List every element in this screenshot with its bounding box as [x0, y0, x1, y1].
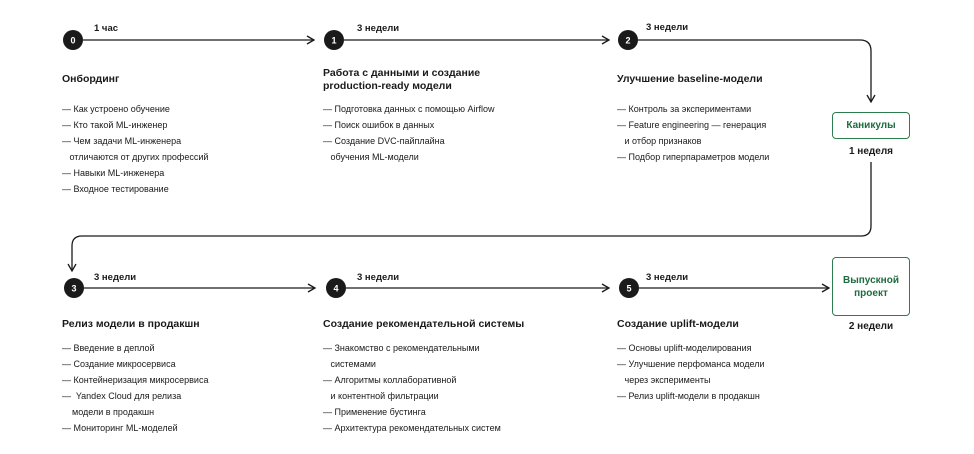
list-item: — Контейнеризация микросервиса	[62, 375, 209, 385]
list-item: — Релиз uplift-модели в продакшн	[617, 391, 760, 401]
list-item: — Основы uplift-моделирования	[617, 343, 752, 353]
node-5: 5	[619, 278, 639, 298]
list-item: и контентной фильтрации	[323, 391, 439, 401]
list-item: — Подготовка данных с помощью Airflow	[323, 104, 495, 114]
final-project-label: Выпускной проект	[843, 274, 899, 299]
connector-2-break	[638, 39, 876, 104]
stage-4-title: Создание рекомендательной системы	[323, 318, 525, 330]
list-item: — Создание DVC-пайплайна	[323, 136, 445, 146]
node-4-number: 4	[333, 284, 338, 294]
stage-2-duration: 3 недели	[646, 22, 689, 33]
node-3: 3	[64, 278, 84, 298]
stage-0-list: — Как устроено обучение — Кто такой ML-и…	[62, 101, 312, 197]
node-5-number: 5	[626, 284, 631, 294]
stage-4-list: — Знакомство с рекомендательными система…	[323, 340, 573, 436]
list-item: отличаются от других профессий	[62, 152, 209, 162]
stage-3-list: — Введение в деплой — Создание микросерв…	[62, 340, 312, 436]
list-item: — Введение в деплой	[62, 343, 155, 353]
list-item: через эксперименты	[617, 375, 711, 385]
node-1: 1	[324, 30, 344, 50]
stage-4-duration: 3 недели	[357, 272, 400, 283]
vacation-label: Каникулы	[846, 120, 896, 131]
vacation-duration: 1 неделя	[848, 146, 894, 157]
list-item: — Yandex Cloud для релиза	[62, 391, 182, 401]
list-item: — Как устроено обучение	[62, 104, 170, 114]
stage-2-title: Улучшение baseline-модели	[617, 73, 763, 85]
list-item: обучения ML-модели	[323, 152, 419, 162]
stage-1-list: — Подготовка данных с помощью Airflow — …	[323, 101, 573, 165]
node-1-number: 1	[331, 36, 336, 46]
list-item: — Поиск ошибок в данных	[323, 120, 435, 130]
list-item: — Улучшение перфоманса модели	[617, 359, 765, 369]
stage-5-duration: 3 недели	[646, 272, 689, 283]
list-item: и отбор признаков	[617, 136, 702, 146]
node-2-number: 2	[625, 36, 630, 46]
final-project-duration: 2 недели	[848, 321, 894, 332]
list-item: — Знакомство с рекомендательными	[323, 343, 480, 353]
list-item: — Чем задачи ML-инженера	[62, 136, 182, 146]
vacation-box: Каникулы	[832, 112, 910, 139]
list-item: — Контроль за экспериментами	[617, 104, 752, 114]
list-item: — Создание микросервиса	[62, 359, 176, 369]
stage-0-title: Онбординг	[62, 73, 120, 85]
list-item: — Применение бустинга	[323, 407, 426, 417]
connector-wrap	[67, 162, 872, 273]
stage-2-list: — Контроль за экспериментами — Feature e…	[617, 101, 817, 165]
list-item: — Входное тестирование	[62, 184, 169, 194]
stage-3-duration: 3 недели	[94, 272, 137, 283]
list-item: — Архитектура рекомендательных систем	[323, 423, 501, 433]
final-project-box: Выпускной проект	[832, 257, 910, 316]
node-0-number: 0	[70, 36, 75, 46]
stage-5-title: Создание uplift-модели	[617, 318, 739, 330]
stage-1-duration: 3 недели	[357, 23, 400, 34]
stage-3-title: Релиз модели в продакшн	[62, 318, 200, 330]
stage-0-duration: 1 час	[94, 23, 119, 34]
node-4: 4	[326, 278, 346, 298]
node-0: 0	[63, 30, 83, 50]
list-item: — Навыки ML-инженера	[62, 168, 165, 178]
list-item: — Подбор гиперпараметров модели	[617, 152, 770, 162]
list-item: модели в продакшн	[62, 407, 155, 417]
list-item: — Алгоритмы коллаборативной	[323, 375, 457, 385]
node-2: 2	[618, 30, 638, 50]
list-item: системами	[323, 359, 376, 369]
stage-5-list: — Основы uplift-моделирования — Улучшени…	[617, 340, 817, 404]
list-item: — Кто такой ML-инженер	[62, 120, 168, 130]
stage-1-title: Работа с данными и создание production-r…	[323, 67, 481, 92]
list-item: — Мониторинг ML-моделей	[62, 423, 178, 433]
list-item: — Feature engineering — генерация	[617, 120, 767, 130]
node-3-number: 3	[71, 284, 76, 294]
